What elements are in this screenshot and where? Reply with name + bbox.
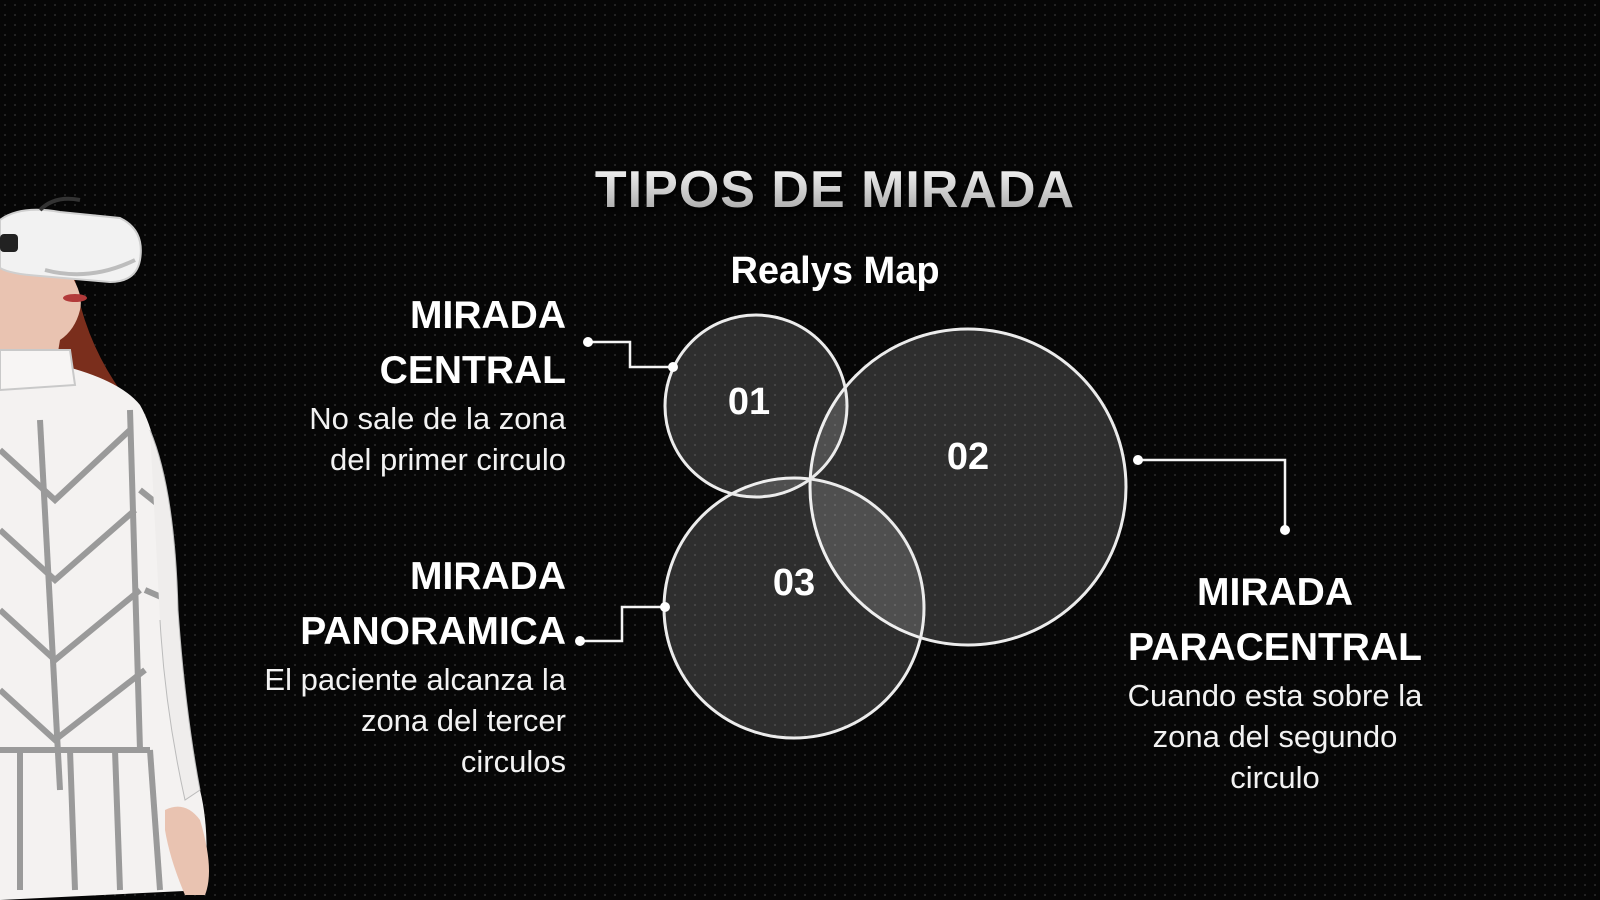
mirada-paracentral-heading-2: PARACENTRAL	[1128, 626, 1422, 669]
mirada-central-heading-2: CENTRAL	[379, 349, 566, 392]
mirada-panoramica-heading-1: MIRADA	[410, 555, 566, 598]
mirada-panoramica-block: MIRADA PANORAMICA El paciente alcanza la…	[230, 549, 566, 782]
vr-person-image	[0, 196, 209, 900]
circle-02	[808, 327, 1128, 647]
circle-02-label: 02	[947, 436, 989, 478]
mirada-panoramica-desc-1: El paciente alcanza la	[264, 662, 566, 697]
mirada-panoramica-desc-2: zona del tercer	[360, 703, 566, 738]
mirada-paracentral-desc-3: circulo	[1230, 760, 1320, 795]
circle-03	[662, 476, 926, 740]
mirada-paracentral-desc-2: zona del segundo	[1152, 719, 1398, 754]
circle-01	[663, 313, 849, 499]
mirada-central-heading-1: MIRADA	[410, 294, 566, 337]
circle-01-label: 01	[728, 381, 770, 423]
connector-central	[583, 337, 678, 372]
mirada-panoramica-desc-3: circulos	[460, 744, 566, 779]
slide-title: TIPOS DE MIRADA	[440, 160, 1230, 220]
mirada-central-block: MIRADA CENTRAL No sale de la zona del pr…	[230, 288, 566, 480]
mirada-paracentral-block: MIRADA PARACENTRAL Cuando esta sobre la …	[1105, 565, 1445, 798]
connector-panoramica	[575, 602, 670, 646]
mirada-panoramica-heading-2: PANORAMICA	[300, 610, 566, 653]
circle-03-label: 03	[773, 562, 815, 604]
diagram-subtitle: Realys Map	[730, 250, 940, 292]
mirada-paracentral-desc-1: Cuando esta sobre la	[1127, 678, 1423, 713]
mirada-central-desc-1: No sale de la zona	[309, 401, 566, 436]
mirada-central-desc-2: del primer circulo	[329, 442, 566, 477]
mirada-paracentral-heading-1: MIRADA	[1197, 571, 1353, 614]
connector-paracentral	[1133, 455, 1290, 535]
